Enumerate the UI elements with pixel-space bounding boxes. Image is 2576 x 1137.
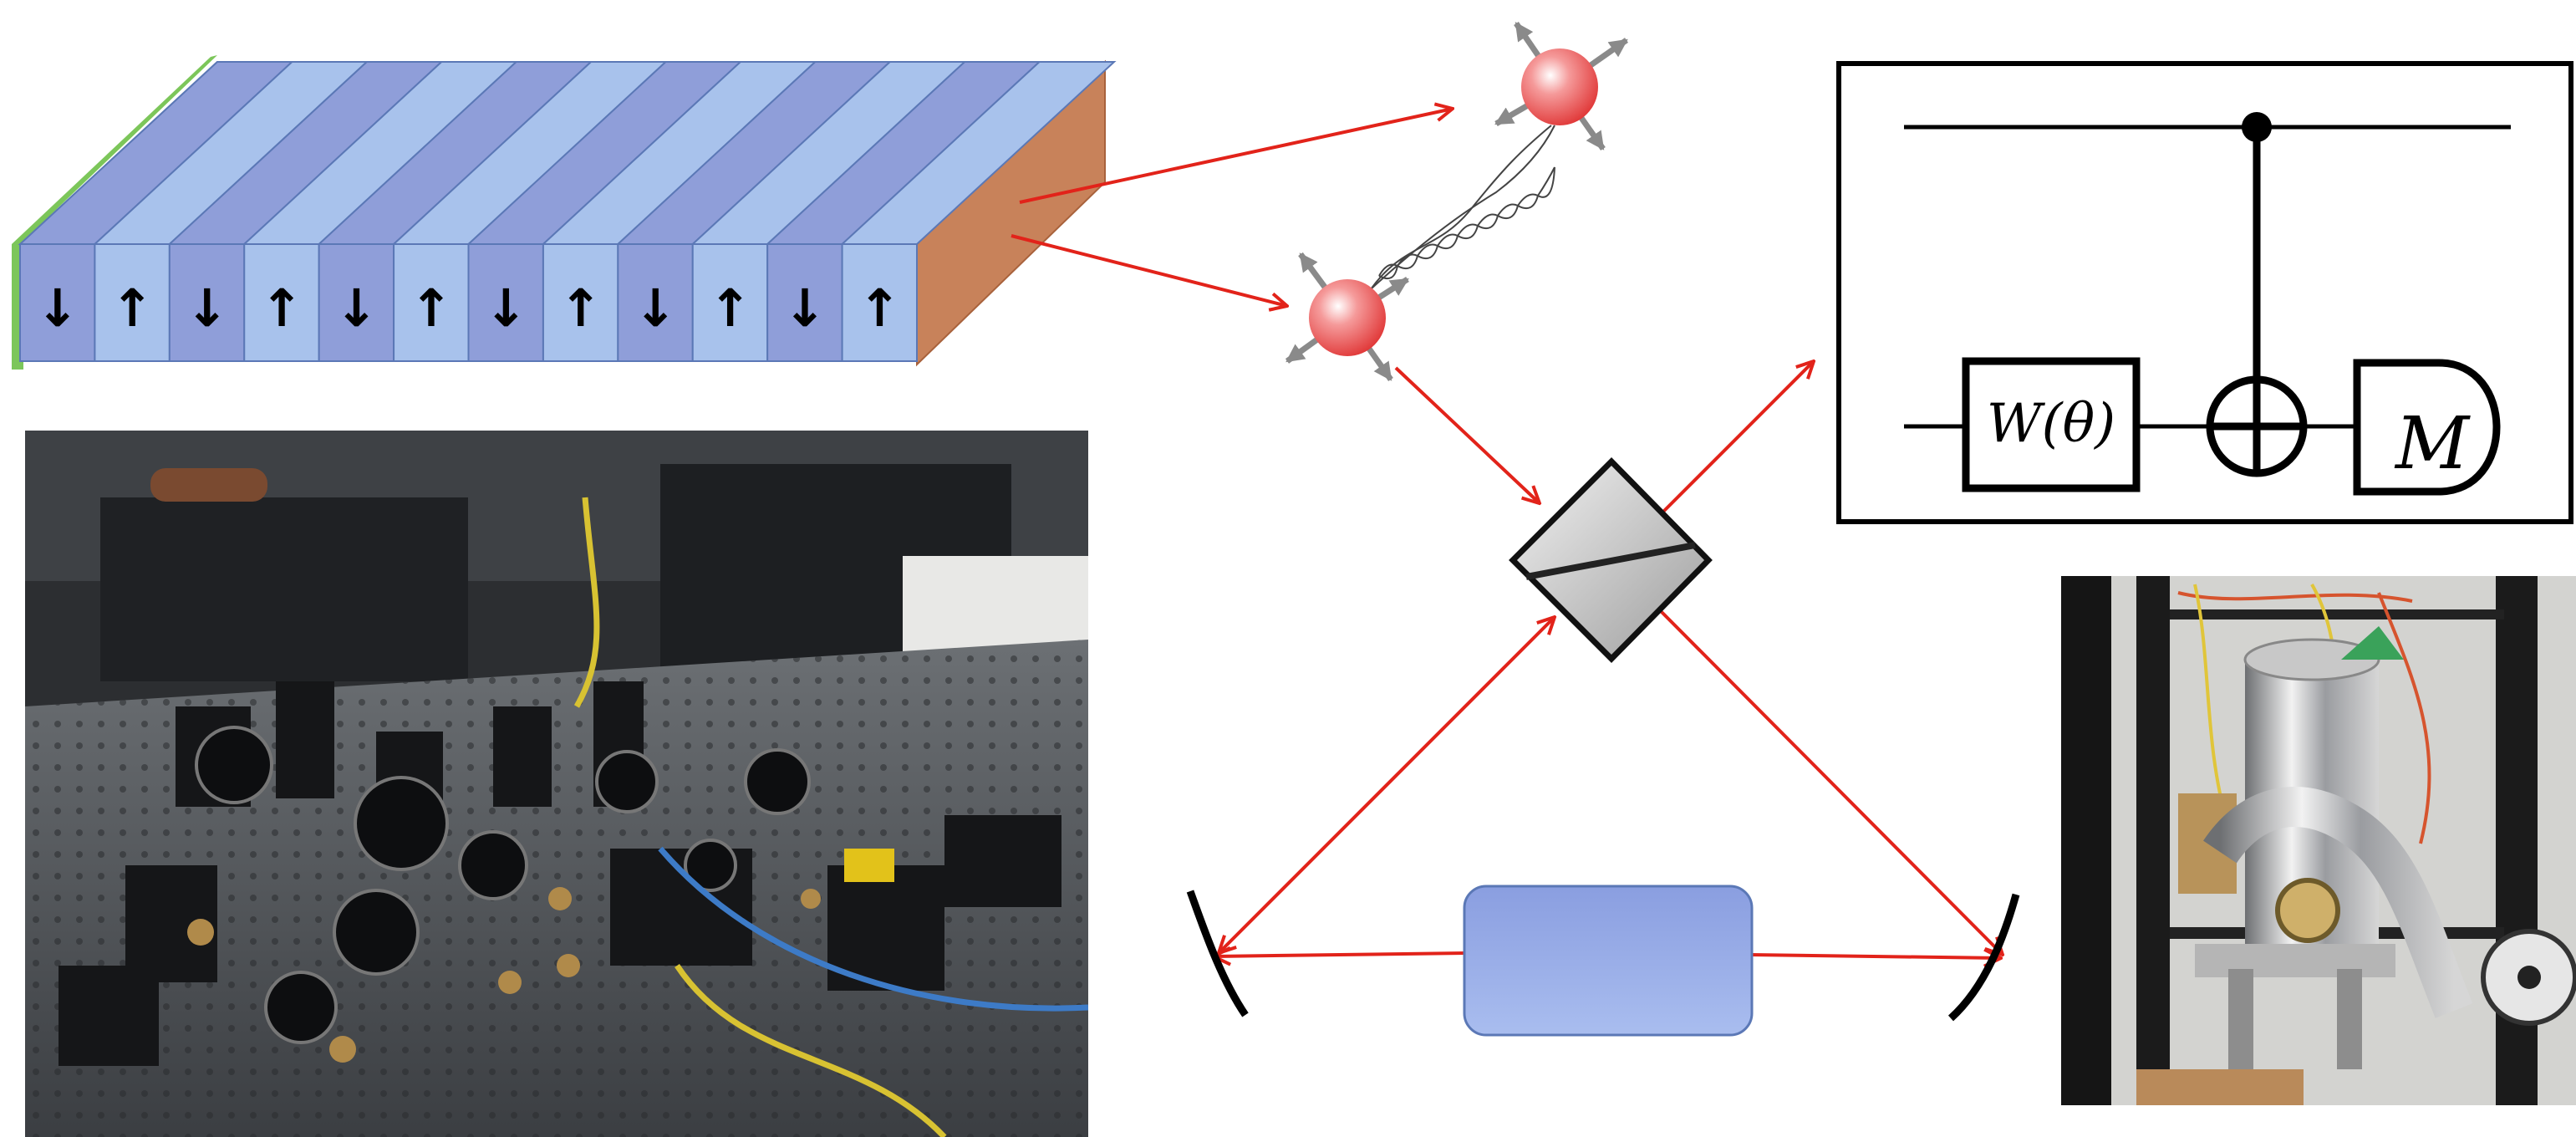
beam-bottom-left xyxy=(1214,953,1467,956)
domain-segment xyxy=(393,243,470,362)
quantum-circuit: W(θ) M xyxy=(1836,61,2573,524)
photon-pair xyxy=(1285,22,1629,382)
beam-to-lower-photon xyxy=(1011,234,1287,306)
gate-w-theta-label: W(θ) xyxy=(1987,393,2115,455)
domain-arrow: ↓ xyxy=(186,278,229,339)
cavity-element xyxy=(1463,885,1754,1037)
measurement-label: M xyxy=(2394,402,2471,486)
mirror-left xyxy=(1186,890,1249,1017)
domain-arrow: ↑ xyxy=(110,278,154,339)
photon-lower xyxy=(1285,252,1409,382)
beam-left-arm xyxy=(1219,617,1555,953)
beam-photon-to-splitter xyxy=(1394,366,1540,503)
mirror-right xyxy=(1947,893,2020,1022)
domain-segment xyxy=(542,243,619,362)
optical-table-photo xyxy=(25,431,1088,1137)
domain-arrow: ↓ xyxy=(634,278,677,339)
beam-splitter xyxy=(1509,457,1713,663)
beam-splitter-to-circuit xyxy=(1662,361,1814,513)
domain-arrow: ↑ xyxy=(708,278,751,339)
domain-segment xyxy=(467,243,544,362)
domain-segment xyxy=(19,243,96,362)
photon-upper xyxy=(1494,22,1629,151)
domain-arrow: ↓ xyxy=(484,278,527,339)
gate-w-theta xyxy=(1962,357,2141,492)
beam-to-upper-photon xyxy=(1019,109,1453,204)
domain-segment xyxy=(691,243,769,362)
measurement-gate xyxy=(2353,359,2501,496)
domain-arrow: ↑ xyxy=(559,278,603,339)
entanglement-wave xyxy=(1370,125,1555,290)
domain-arrow: ↑ xyxy=(410,278,453,339)
beams xyxy=(1011,109,2003,958)
cryostat-photo xyxy=(2061,576,2576,1105)
domain-segment xyxy=(766,243,843,362)
domain-segment xyxy=(94,243,171,362)
domain-segment xyxy=(617,243,694,362)
beam-bottom-right xyxy=(1749,955,2001,958)
domain-segment xyxy=(841,243,918,362)
beam-right-arm xyxy=(1658,609,2003,955)
domain-segments: ↓ ↑ ↓ ↑ ↓ ↑ ↓ ↑ ↓ ↑ ↓ ↑ xyxy=(18,61,1117,362)
domain-arrow: ↓ xyxy=(783,278,827,339)
domain-arrow: ↑ xyxy=(260,278,303,339)
domain-segment xyxy=(168,243,246,362)
domain-top-stripe xyxy=(840,61,1117,245)
domain-arrow: ↑ xyxy=(858,278,901,339)
domain-segment xyxy=(243,243,320,362)
domain-arrow: ↓ xyxy=(334,278,378,339)
domain-arrow: ↓ xyxy=(36,278,79,339)
